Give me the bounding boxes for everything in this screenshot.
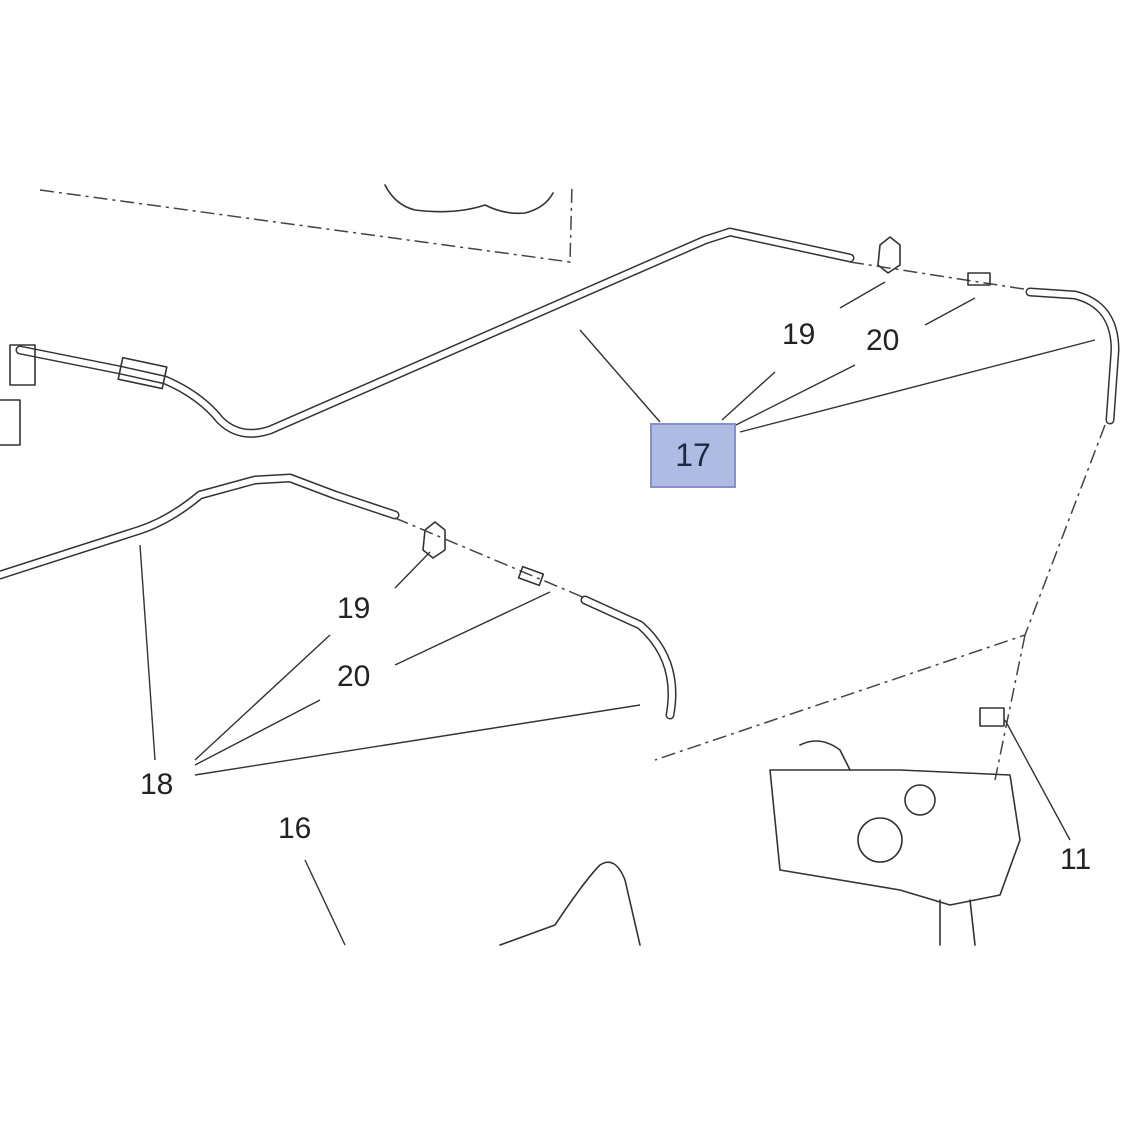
connector-20-top	[967, 272, 991, 286]
centerline-right-lower	[994, 634, 1026, 781]
callout-11: 11	[1060, 843, 1092, 876]
callout-20-mid: 20	[337, 660, 371, 693]
callout-19-top: 19	[782, 318, 816, 351]
centerline-mid	[394, 517, 586, 599]
hose-lower	[0, 473, 400, 580]
hose-elbow-top	[1025, 287, 1120, 425]
hose-elbow-mid	[580, 595, 677, 720]
component-top-partial	[384, 184, 554, 215]
hose-bottom	[499, 861, 641, 946]
connector-20-mid	[517, 565, 545, 587]
valve-assembly	[769, 707, 1021, 946]
leader-lines	[139, 281, 1096, 946]
clip-19-top	[877, 236, 901, 274]
clip-19-mid	[422, 521, 446, 559]
centerline-top	[849, 261, 1031, 291]
callout-18: 18	[140, 768, 174, 801]
callout-17-label: 17	[675, 437, 711, 473]
callout-16: 16	[278, 812, 312, 845]
boundary-line-top	[39, 184, 573, 263]
callout-17-highlighted[interactable]: 17	[650, 423, 736, 488]
hose-upper	[0, 227, 855, 446]
callout-19-mid: 19	[337, 592, 371, 625]
callout-20-top: 20	[866, 324, 900, 357]
